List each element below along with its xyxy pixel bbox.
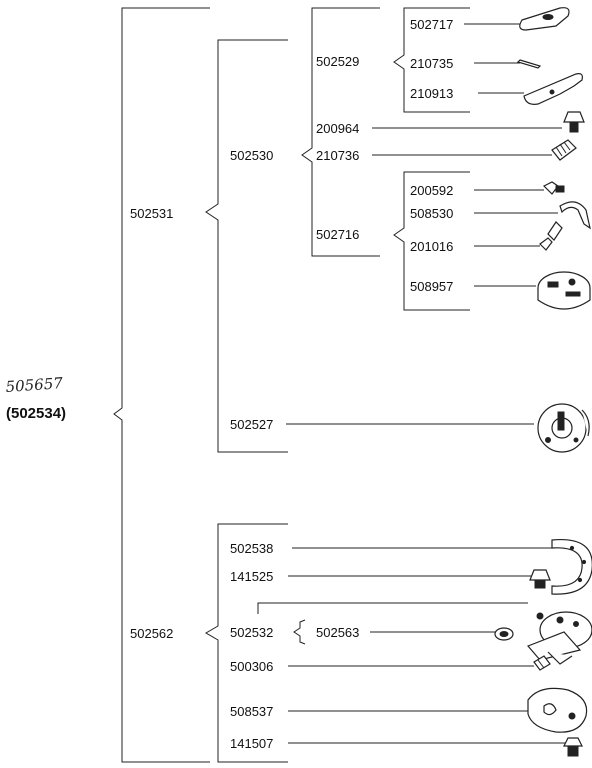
- part-508957-label: 508957: [410, 279, 453, 294]
- part-500306-image: [533, 655, 551, 671]
- part-502532-image: [526, 611, 592, 665]
- group-502531-label: 502531: [130, 206, 173, 221]
- part-502527-image: [537, 403, 590, 453]
- part-502527-label: 502527: [230, 417, 273, 432]
- group-502716-label: 502716: [316, 227, 359, 242]
- part-502538-image: [551, 538, 592, 595]
- part-201016-image: [539, 221, 563, 251]
- part-508537-label: 508537: [230, 704, 273, 719]
- group-502529-label: 502529: [316, 54, 359, 69]
- part-200964-label: 200964: [316, 121, 359, 136]
- part-508957-image: [537, 271, 591, 310]
- part-502717-label: 502717: [410, 17, 453, 32]
- part-500306-label: 500306: [230, 659, 273, 674]
- group-502562-label: 502562: [130, 626, 173, 641]
- part-502538-label: 502538: [230, 541, 273, 556]
- group-502532-label: 502532: [230, 625, 273, 640]
- part-210736-image: [551, 139, 577, 161]
- part-502563-label: 502563: [316, 625, 359, 640]
- part-200964-image: [563, 111, 585, 133]
- part-141507-image: [563, 737, 583, 757]
- part-141525-label: 141525: [230, 569, 273, 584]
- brace-502529: [393, 7, 470, 113]
- part-210736-label: 210736: [316, 148, 359, 163]
- brace-root: [113, 7, 210, 763]
- part-508537-image: [527, 687, 588, 733]
- part-141507-label: 141507: [230, 736, 273, 751]
- part-508530-label: 508530: [410, 206, 453, 221]
- brace-502532: [293, 619, 306, 645]
- bracket-502532: [257, 602, 528, 614]
- part-200592-label: 200592: [410, 183, 453, 198]
- root-handwritten-number: 505657: [5, 374, 64, 396]
- root-number: (502534): [6, 405, 66, 422]
- part-201016-label: 201016: [410, 239, 453, 254]
- brace-502716: [393, 171, 470, 311]
- group-502530-label: 502530: [230, 148, 273, 163]
- brace-502562: [205, 523, 288, 763]
- part-508530-image: [559, 201, 591, 230]
- part-210913-image: [523, 73, 583, 105]
- part-210735-image: [516, 59, 542, 69]
- part-210913-label: 210913: [410, 86, 453, 101]
- brace-502531: [205, 39, 288, 453]
- part-502717-image: [519, 7, 570, 31]
- part-502563-image: [494, 627, 514, 641]
- brace-502530: [301, 7, 380, 257]
- part-141525-image: [529, 569, 551, 589]
- part-210735-label: 210735: [410, 56, 453, 71]
- part-200592-image: [542, 181, 565, 195]
